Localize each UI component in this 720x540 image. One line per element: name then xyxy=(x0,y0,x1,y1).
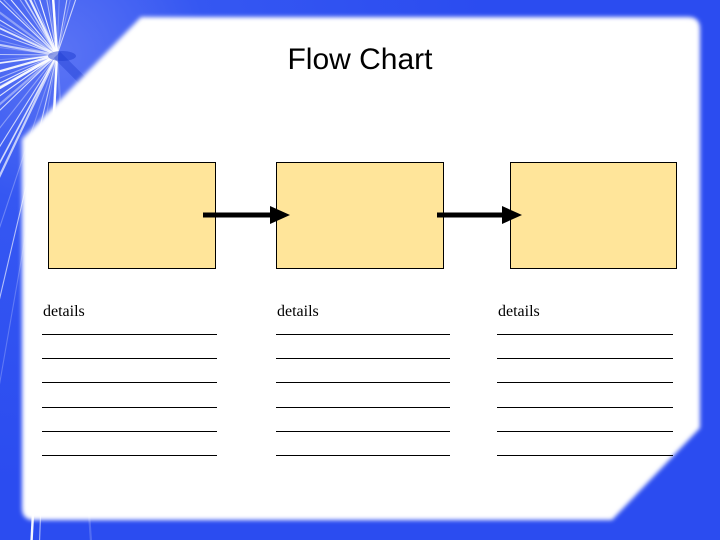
detail-line xyxy=(497,382,673,383)
detail-line xyxy=(42,382,217,383)
detail-line xyxy=(42,334,217,335)
detail-line xyxy=(497,358,673,359)
details-column-1: details xyxy=(42,302,217,462)
detail-line xyxy=(497,407,673,408)
detail-line xyxy=(276,407,450,408)
detail-line xyxy=(276,358,450,359)
details-label: details xyxy=(277,303,319,320)
details-column-2: details xyxy=(276,302,450,462)
slide-title: Flow Chart xyxy=(287,43,433,76)
detail-line xyxy=(276,382,450,383)
detail-line xyxy=(276,334,450,335)
detail-line xyxy=(42,358,217,359)
details-label: details xyxy=(498,303,540,320)
detail-line xyxy=(497,334,673,335)
detail-line xyxy=(42,431,217,432)
detail-line xyxy=(497,455,673,456)
flow-box-3 xyxy=(510,162,677,269)
detail-line xyxy=(276,431,450,432)
detail-line xyxy=(276,455,450,456)
details-column-3: details xyxy=(497,302,673,462)
detail-line xyxy=(42,407,217,408)
details-label: details xyxy=(43,303,85,320)
flow-box-2 xyxy=(276,162,444,269)
detail-line xyxy=(42,455,217,456)
starburst-center xyxy=(48,51,76,61)
detail-line xyxy=(497,431,673,432)
flow-box-1 xyxy=(48,162,216,269)
